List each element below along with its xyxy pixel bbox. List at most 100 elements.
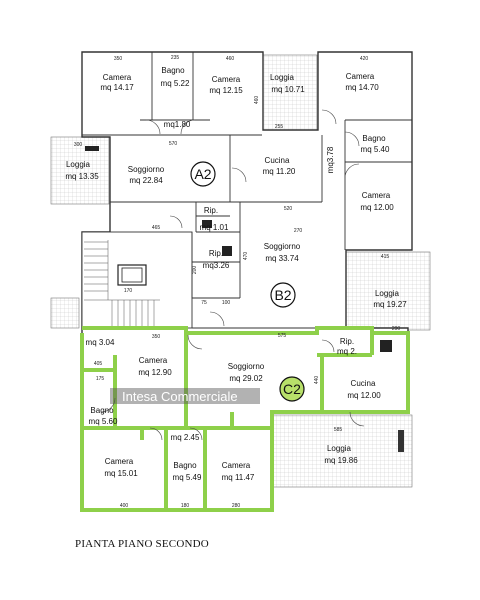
room-camera-4-area: mq 12.00 <box>360 203 394 212</box>
radiator-3 <box>398 430 404 452</box>
room-camera-4-name: Camera <box>362 191 391 200</box>
unit-b2-label: B2 <box>274 287 291 303</box>
room-camera-2-name: Camera <box>212 75 241 84</box>
loggia-19-86-hatch <box>271 414 413 488</box>
room-soggiorno-a2-name: Soggiorno <box>128 165 165 174</box>
boiler-c2 <box>380 340 392 352</box>
dim-175: 175 <box>96 376 105 382</box>
room-rip-a2-area: mq 1.01 <box>200 223 229 232</box>
room-balcone-c2-area: mq 3.04 <box>86 338 115 347</box>
room-rip-b2-area: mq3.26 <box>203 261 230 270</box>
room-cucina-c2-area: mq 12.00 <box>347 391 381 400</box>
watermark-text: Intesa Commerciale <box>122 389 238 404</box>
radiator-1 <box>85 146 99 151</box>
unit-b2-circle <box>270 282 296 308</box>
stair-steps <box>84 240 160 326</box>
dim-465: 465 <box>152 225 161 231</box>
dim-170: 170 <box>124 288 133 294</box>
room-bagno-3-area: mq 5.60 <box>89 417 118 426</box>
room-soggiorno-c2-area: mq 29.02 <box>229 374 263 383</box>
room-loggia-4-area: mq 19.86 <box>324 456 358 465</box>
dim-350: 350 <box>152 334 161 340</box>
boiler-b2 <box>222 246 232 256</box>
door-arc-10 <box>149 427 163 441</box>
room-rip-a2-name: Rip. <box>204 206 218 215</box>
door-arc-14 <box>169 215 183 229</box>
dim-top-2: 235 <box>171 55 180 61</box>
dim-400: 400 <box>120 503 129 509</box>
dim-415: 415 <box>381 254 390 260</box>
unit-a2-circle <box>190 161 216 187</box>
dim-top-3: 460 <box>226 56 235 62</box>
dim-290: 290 <box>392 326 401 332</box>
room-camera-1-area: mq 14.17 <box>100 83 134 92</box>
door-arc-2 <box>180 119 196 135</box>
room-soggiorno-b2-name: Soggiorno <box>264 242 301 251</box>
room-disimpegno-1-area: mq1.80 <box>164 120 191 129</box>
room-camera-1-name: Camera <box>103 73 132 82</box>
unit-a2-label: A2 <box>194 166 211 182</box>
dim-100: 100 <box>222 300 231 306</box>
room-bagno-1-name: Bagno <box>161 66 185 75</box>
loggia-19-27-hatch <box>345 251 431 331</box>
door-arc-8 <box>187 334 203 350</box>
room-loggia-1-area: mq 10.71 <box>271 85 305 94</box>
loggia-13-hatch <box>50 136 110 205</box>
b2-wall-1 <box>191 232 240 299</box>
room-camera-7-area: mq 11.47 <box>222 473 255 482</box>
room-soggiorno-c2-name: Soggiorno <box>228 362 265 371</box>
room-soggiorno-b2-area: mq 33.74 <box>265 254 299 263</box>
dim-270: 270 <box>294 228 303 234</box>
room-bagno-4-area: mq 5.49 <box>173 473 202 482</box>
door-arc-13 <box>349 411 365 427</box>
dim-280: 280 <box>232 503 241 509</box>
room-corridor-b2-area: mq3.78 <box>326 146 335 173</box>
room-rip-c2-name: Rip. <box>340 337 354 346</box>
door-arc-3 <box>344 131 360 147</box>
door-arc-5 <box>231 167 247 183</box>
dim-405: 405 <box>94 361 103 367</box>
room-bagno-2-name: Bagno <box>362 134 386 143</box>
dim-575: 575 <box>278 333 287 339</box>
dim-470: 470 <box>243 252 249 261</box>
room-soggiorno-a2-area: mq 22.84 <box>129 176 163 185</box>
dim-75: 75 <box>201 300 207 306</box>
dim-440: 440 <box>314 376 320 385</box>
room-camera-6-area: mq 15.01 <box>104 469 138 478</box>
elevator-inner <box>121 267 143 283</box>
dim-200: 200 <box>192 266 198 275</box>
room-loggia-1-name: Loggia <box>270 73 295 82</box>
unit-c2-label: C2 <box>283 381 301 397</box>
radiator-2 <box>202 220 212 228</box>
dim-585: 585 <box>334 427 343 433</box>
stair-landing <box>50 297 80 329</box>
room-rip-c2-area: mq 2. <box>337 347 357 356</box>
door-arc-4 <box>344 163 360 179</box>
c2-wall-7 <box>230 412 272 430</box>
door-arc-11 <box>189 427 203 441</box>
watermark-band <box>110 388 260 404</box>
room-loggia-4-name: Loggia <box>327 444 352 453</box>
room-camera-6-name: Camera <box>105 457 134 466</box>
room-camera-2-area: mq 12.15 <box>209 86 243 95</box>
room-cucina-a2-name: Cucina <box>265 156 290 165</box>
dim-300: 300 <box>74 142 83 148</box>
door-arc-9 <box>100 397 116 413</box>
room-camera-5-area: mq 12.90 <box>138 368 172 377</box>
room-loggia-3-name: Loggia <box>375 289 400 298</box>
room-camera-3-area: mq 14.70 <box>345 83 379 92</box>
room-bagno-1-area: mq 5.22 <box>161 79 190 88</box>
room-camera-3-name: Camera <box>346 72 375 81</box>
unit-c2-circle <box>279 376 305 402</box>
room-cucina-a2-area: mq 11.20 <box>263 167 296 176</box>
room-disimpegno-c2-area: mq 2.45 <box>171 433 200 442</box>
door-arc-7 <box>209 311 225 327</box>
room-cucina-c2-name: Cucina <box>351 379 376 388</box>
room-loggia-2-name: Loggia <box>66 160 91 169</box>
dim-top-1: 350 <box>114 56 123 62</box>
dim-top-4: 420 <box>360 56 369 62</box>
door-arc-6 <box>321 109 337 125</box>
room-loggia-3-area: mq 19.27 <box>373 300 407 309</box>
room-camera-5-name: Camera <box>139 356 168 365</box>
